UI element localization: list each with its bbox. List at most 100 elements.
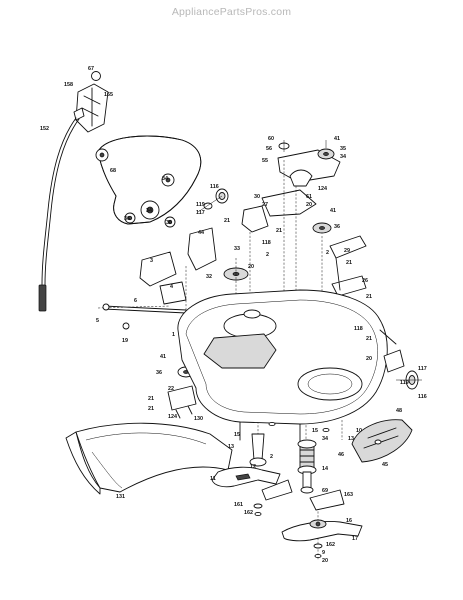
callout: 29 [344, 248, 350, 254]
callout: 4 [170, 284, 173, 290]
callout: 13 [348, 436, 354, 442]
callout: 116 [210, 184, 219, 190]
callout: 34 [340, 154, 346, 160]
callout: 35 [340, 146, 346, 152]
callout: 130 [194, 416, 203, 422]
callout: 163 [344, 492, 353, 498]
callout: 161 [234, 502, 243, 508]
callout: 68 [110, 168, 116, 174]
callout: 30 [254, 194, 260, 200]
callout: 36 [124, 216, 130, 222]
callout: 162 [244, 510, 253, 516]
idler-pulley-left [197, 188, 229, 213]
baffle-right [351, 419, 413, 463]
callout: 36 [166, 220, 172, 226]
callout: 21 [366, 294, 372, 300]
callout: 124 [318, 186, 327, 192]
callout: 10 [356, 428, 362, 434]
callout: 5 [96, 318, 99, 324]
callout: 11 [210, 476, 216, 482]
callout: 118 [262, 240, 271, 246]
center-spindle [297, 439, 317, 494]
callout: 34 [146, 208, 152, 214]
center-brackets [241, 169, 332, 234]
callout: 15 [234, 432, 240, 438]
cable-part [38, 117, 80, 312]
callout: 32 [206, 274, 212, 280]
callout: 117 [418, 366, 427, 372]
callout: 34 [322, 436, 328, 442]
blade-left [211, 433, 293, 501]
callout: 162 [326, 542, 335, 548]
callout: 13 [228, 444, 234, 450]
callout: 117 [196, 210, 205, 216]
right-linkage [329, 235, 367, 304]
callout: 19 [122, 338, 128, 344]
callout: 17 [352, 536, 358, 542]
callout: 119 [400, 380, 409, 386]
callout: 16 [346, 518, 352, 524]
callout: 1 [172, 332, 175, 338]
callout: 2 [326, 250, 329, 256]
callout: 119 [196, 202, 205, 208]
callout: 60 [268, 136, 274, 142]
mower-deck-housing [177, 289, 397, 445]
callout: 131 [116, 494, 125, 500]
callout: 21 [366, 336, 372, 342]
knob-part [91, 71, 101, 81]
callout: 165 [104, 92, 113, 98]
callout: 22 [168, 386, 174, 392]
callout: 152 [40, 126, 49, 132]
callout: 3 [150, 258, 153, 264]
blade-right [281, 489, 363, 542]
callout: 9 [322, 550, 325, 556]
callout: 44 [198, 230, 204, 236]
callout: 36 [156, 370, 162, 376]
callout: 34 [162, 176, 168, 182]
hardware-bottom [253, 421, 330, 559]
callout: 21 [148, 406, 154, 412]
discharge-chute [65, 422, 233, 495]
callout: 67 [88, 66, 94, 72]
deck-bracket-left [167, 385, 197, 419]
callout: 158 [64, 82, 73, 88]
callout: 2 [266, 252, 269, 258]
callout: 26 [362, 278, 368, 284]
callout: 69 [322, 488, 328, 494]
callout: 48 [396, 408, 402, 414]
callout: 15 [312, 428, 318, 434]
callout: 20 [366, 356, 372, 362]
lift-lever-assembly [73, 71, 109, 133]
callout: 21 [276, 228, 282, 234]
callout: 14 [322, 466, 328, 472]
watermark: AppliancePartsPros.com [171, 6, 292, 18]
callout-layer: 67 158 165 152 68 34 34 36 36 116 119 11… [40, 66, 427, 564]
left-linkage [102, 227, 217, 330]
callout: 6 [134, 298, 137, 304]
callout: 56 [266, 146, 272, 152]
callout: 20 [322, 558, 328, 564]
callout: 36 [334, 224, 340, 230]
callout: 21 [224, 218, 230, 224]
callout: 124 [168, 414, 177, 420]
callout: 27 [262, 202, 268, 208]
callout: 46 [338, 452, 344, 458]
callout: 2 [270, 454, 273, 460]
callout: 41 [330, 208, 336, 214]
callout: 20 [248, 264, 254, 270]
callout: 116 [418, 394, 427, 400]
callout: 33 [234, 246, 240, 252]
callout: 45 [382, 462, 388, 468]
callout: 118 [354, 326, 363, 332]
callout: 55 [262, 158, 268, 164]
callout: 21 [346, 260, 352, 266]
callout: 12 [250, 464, 256, 470]
callout: 21 [148, 396, 154, 402]
callout: 61 [306, 194, 312, 200]
callout: 41 [160, 354, 166, 360]
callout: 20 [306, 202, 312, 208]
idler-pulley-right [383, 349, 422, 390]
callout: 41 [334, 136, 340, 142]
drive-belt [95, 135, 202, 228]
